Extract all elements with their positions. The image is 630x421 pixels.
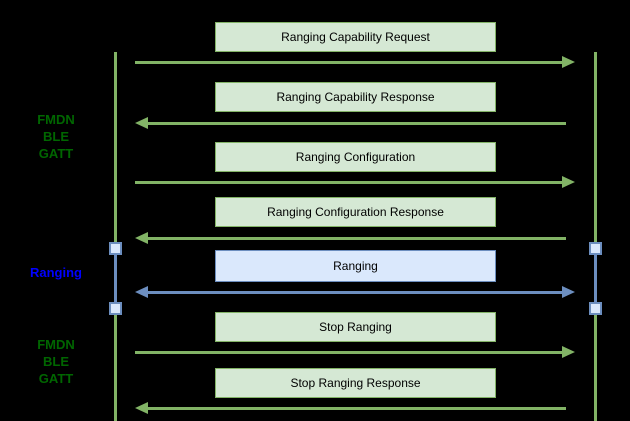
arrow-left [135, 232, 575, 244]
message-box-stop-ranging: Stop Ranging [215, 312, 496, 342]
message-label: Ranging Capability Request [281, 30, 430, 44]
lifeline-left [114, 52, 117, 421]
message-box-ranging-configuration-response: Ranging Configuration Response [215, 197, 496, 227]
arrowhead-left-icon [135, 117, 148, 129]
ranging-activation-line-left [114, 249, 117, 307]
arrowhead-right-icon [562, 176, 575, 188]
arrow-shaft [146, 237, 566, 240]
lifeline-right [594, 52, 597, 421]
message-box-ranging: Ranging [215, 250, 496, 282]
arrowhead-right-icon [562, 56, 575, 68]
arrow-shaft [146, 122, 566, 125]
ranging-activation-line-right [594, 249, 597, 307]
arrowhead-left-icon [135, 232, 148, 244]
arrow-left [135, 117, 575, 129]
activation-square [589, 242, 602, 255]
message-box-stop-ranging-response: Stop Ranging Response [215, 368, 496, 398]
message-label: Ranging [333, 259, 378, 273]
message-label: Ranging Capability Response [276, 90, 435, 104]
arrow-shaft [135, 61, 564, 64]
arrow-right [135, 56, 575, 68]
message-label: Stop Ranging [319, 320, 392, 334]
message-label: Ranging Configuration Response [267, 205, 444, 219]
arrow-bidirectional [135, 286, 575, 298]
phase-label-fmdn-ble-gatt-bottom: FMDN BLE GATT [37, 337, 75, 386]
arrowhead-left-icon [135, 402, 148, 414]
arrow-shaft [146, 407, 566, 410]
arrowhead-right-icon [562, 346, 575, 358]
phase-label-ranging: Ranging [30, 265, 82, 280]
arrow-shaft [146, 291, 564, 294]
arrow-right [135, 176, 575, 188]
arrowhead-right-icon [562, 286, 575, 298]
activation-square [109, 242, 122, 255]
phase-label-fmdn-ble-gatt-top: FMDN BLE GATT [37, 112, 75, 161]
activation-square [109, 302, 122, 315]
arrowhead-left-icon [135, 286, 148, 298]
arrow-left [135, 402, 575, 414]
arrow-right [135, 346, 575, 358]
arrow-shaft [135, 181, 564, 184]
arrow-shaft [135, 351, 564, 354]
activation-square [589, 302, 602, 315]
message-box-ranging-capability-response: Ranging Capability Response [215, 82, 496, 112]
message-box-ranging-capability-request: Ranging Capability Request [215, 22, 496, 52]
message-box-ranging-configuration: Ranging Configuration [215, 142, 496, 172]
message-label: Ranging Configuration [295, 150, 416, 164]
message-label: Stop Ranging Response [290, 376, 421, 390]
